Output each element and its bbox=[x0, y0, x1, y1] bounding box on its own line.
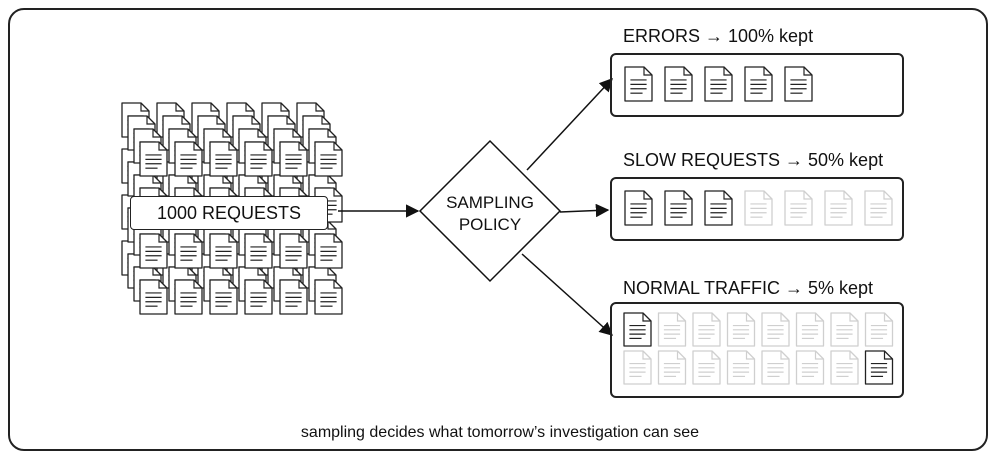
document-icon bbox=[174, 279, 203, 315]
document-icon bbox=[314, 279, 343, 315]
policy-label-line1: SAMPLING bbox=[446, 193, 534, 212]
document-icon bbox=[244, 141, 273, 177]
document-icon-kept bbox=[623, 312, 652, 347]
output-errors-box bbox=[610, 53, 904, 117]
document-icon bbox=[314, 233, 343, 269]
document-icon bbox=[279, 279, 308, 315]
policy-label-line2: POLICY bbox=[458, 215, 522, 234]
document-icon-dropped bbox=[784, 190, 813, 226]
document-icon-dropped bbox=[761, 350, 790, 385]
document-icon-dropped bbox=[761, 312, 790, 347]
document-icon-kept bbox=[624, 66, 653, 102]
document-icon-dropped bbox=[657, 312, 687, 347]
document-icon-dropped bbox=[830, 350, 859, 385]
arrow-policy-to-slow bbox=[559, 203, 610, 218]
document-icon-dropped bbox=[824, 190, 853, 226]
document-icon-kept bbox=[624, 190, 653, 226]
document-icon-kept bbox=[664, 190, 693, 226]
caption: sampling decides what tomorrow’s investi… bbox=[300, 424, 700, 441]
document-icon bbox=[174, 233, 203, 269]
document-icon bbox=[209, 141, 238, 177]
document-icon-dropped bbox=[692, 312, 721, 347]
output-slow-label: SLOW REQUESTS → 50% kept bbox=[623, 150, 884, 170]
output-documents bbox=[623, 66, 894, 385]
document-icon-kept bbox=[664, 66, 693, 102]
document-icon-dropped bbox=[744, 190, 773, 226]
document-icon bbox=[139, 279, 168, 315]
document-icon-dropped bbox=[692, 350, 721, 385]
document-icon-dropped bbox=[795, 350, 825, 385]
document-icon bbox=[279, 141, 308, 177]
source-label: 1000 REQUESTS bbox=[130, 196, 328, 230]
document-icon-dropped bbox=[864, 312, 894, 347]
output-normal-box bbox=[610, 302, 904, 398]
document-icon bbox=[244, 233, 273, 269]
flow-arrows bbox=[338, 78, 614, 336]
document-icon bbox=[314, 141, 343, 177]
document-icon-dropped bbox=[795, 312, 825, 347]
arrow-policy-to-normal bbox=[521, 253, 614, 336]
document-icon bbox=[209, 279, 238, 315]
policy-label: SAMPLING POLICY bbox=[430, 192, 550, 236]
document-icon-kept bbox=[744, 66, 773, 102]
output-errors-label: ERRORS → 100% kept bbox=[623, 26, 814, 46]
document-icon-dropped bbox=[830, 312, 859, 347]
diagram-frame bbox=[8, 8, 988, 451]
document-icon bbox=[174, 141, 203, 177]
document-icon bbox=[139, 141, 168, 177]
document-icon bbox=[139, 233, 168, 269]
document-icon bbox=[209, 233, 238, 269]
arrow-policy-to-errors bbox=[526, 78, 613, 171]
document-icon-dropped bbox=[623, 350, 652, 385]
document-icon-dropped bbox=[864, 190, 893, 226]
policy-diamond bbox=[418, 139, 562, 283]
document-icon-kept bbox=[864, 350, 894, 385]
document-icon-dropped bbox=[726, 312, 756, 347]
document-icon bbox=[279, 233, 308, 269]
document-icon-kept bbox=[704, 66, 733, 102]
output-normal-label: NORMAL TRAFFIC → 5% kept bbox=[623, 278, 874, 298]
document-icon-dropped bbox=[726, 350, 756, 385]
document-icon-kept bbox=[784, 66, 813, 102]
output-slow-box bbox=[610, 177, 904, 241]
document-icon-dropped bbox=[657, 350, 687, 385]
document-icon-kept bbox=[704, 190, 733, 226]
document-icon bbox=[244, 279, 273, 315]
